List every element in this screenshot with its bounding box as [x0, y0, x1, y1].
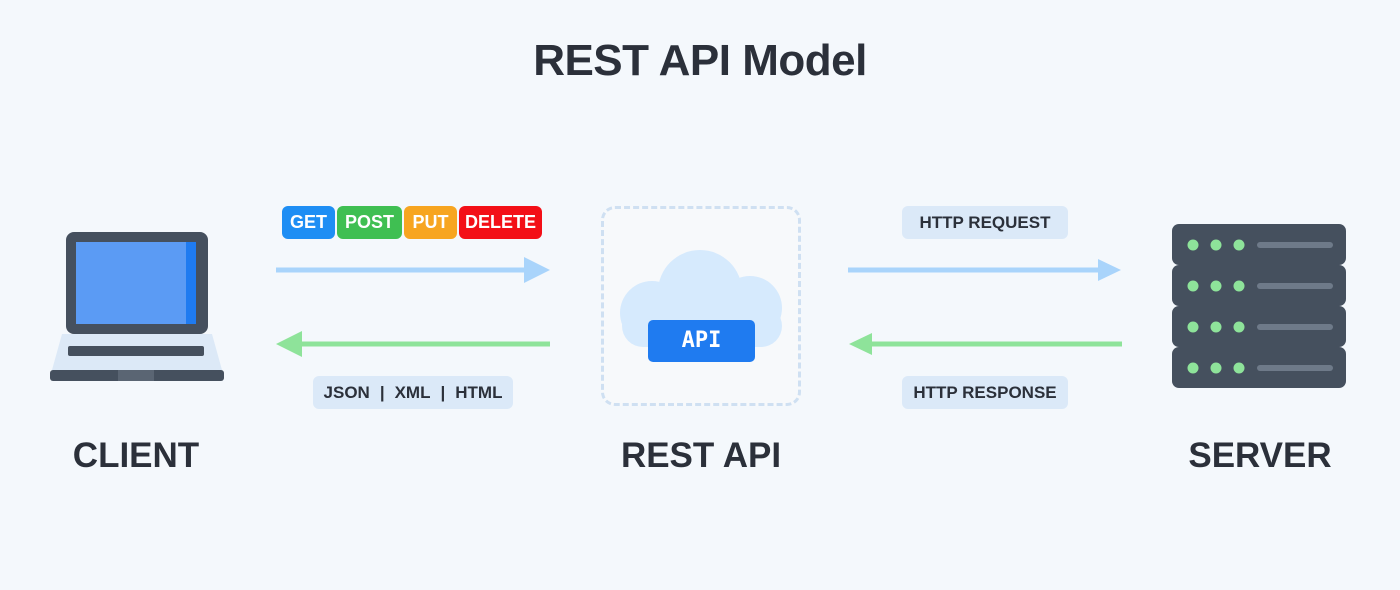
method-put-badge: PUT: [404, 206, 457, 239]
method-delete-badge: DELETE: [459, 206, 542, 239]
response-formats: JSON | XML | HTML: [313, 376, 513, 409]
api-to-server-arrow: [848, 259, 1121, 281]
format-separator: |: [440, 383, 446, 402]
format-separator: |: [379, 383, 385, 402]
method-get-badge: GET: [282, 206, 335, 239]
api-badge: API: [648, 320, 755, 362]
laptop-icon: [50, 232, 224, 381]
page-title: REST API Model: [533, 36, 867, 85]
http-response-label: HTTP RESPONSE: [902, 376, 1068, 409]
method-post-badge: POST: [337, 206, 402, 239]
http-request-label: HTTP REQUEST: [902, 206, 1068, 239]
client-label: CLIENT: [72, 436, 200, 475]
client-to-api-arrow: [276, 257, 550, 283]
api-to-client-arrow: [276, 331, 550, 357]
rest-api-label: REST API: [620, 436, 782, 475]
server-to-api-arrow: [849, 333, 1122, 355]
server-icon: [1172, 224, 1346, 388]
format-html: HTML: [455, 383, 503, 402]
server-label: SERVER: [1188, 436, 1332, 475]
http-methods: GET POST PUT DELETE: [282, 206, 544, 239]
format-json: JSON: [323, 383, 370, 402]
format-xml: XML: [394, 383, 431, 402]
